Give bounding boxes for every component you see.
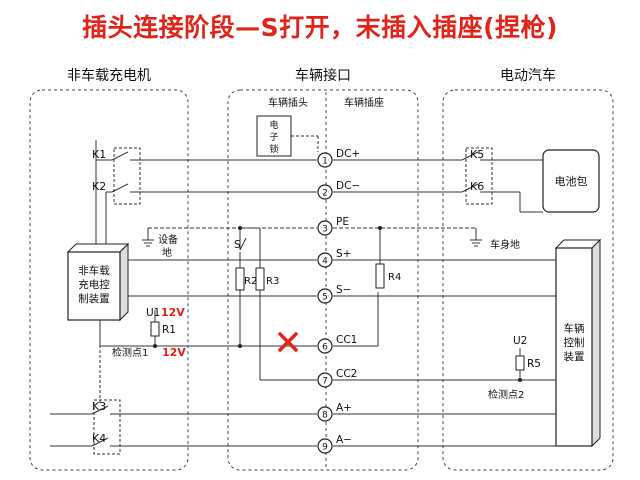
pin-5-label: S− — [336, 284, 351, 296]
vehicle-interface-border — [227, 89, 419, 471]
pin-6-circle — [317, 338, 333, 354]
pin-4-label: S+ — [336, 248, 351, 260]
resistor-r5-label: R5 — [527, 358, 541, 370]
body-ground-label: 车身地 — [490, 238, 520, 251]
pin-8-number: 8 — [322, 411, 328, 421]
pin-4-number: 4 — [322, 257, 328, 267]
pin-3-label: PE — [336, 216, 349, 228]
charger-control-label-3: 制装置 — [78, 292, 110, 305]
test-point-2-label: 检测点2 — [488, 388, 524, 401]
voltage-12v-bottom: 12V — [162, 346, 186, 359]
pin-1-number: 1 — [322, 157, 328, 167]
pe-line — [142, 227, 482, 247]
dc-minus-line — [105, 183, 543, 250]
pin-3-circle — [317, 220, 333, 236]
voltage-u1-label: U1 — [146, 307, 160, 319]
lock-label-2: 子 — [269, 132, 278, 143]
resistor-r5 — [515, 355, 525, 371]
vehicle-plug-label: 车辆插头 — [268, 96, 308, 109]
resistor-r1 — [150, 321, 160, 337]
pin-7-circle — [317, 372, 333, 388]
pin-9-label: A− — [336, 434, 352, 446]
pin-7-label: CC2 — [336, 368, 357, 380]
resistor-r2 — [235, 267, 245, 291]
equipment-ground-label-2: 地 — [162, 246, 172, 259]
charger-control-label-1: 非车载 — [78, 264, 110, 277]
pin-6-label: CC1 — [336, 334, 357, 346]
pin-8-label: A+ — [336, 402, 352, 414]
pin-6-number: 6 — [322, 343, 328, 353]
switch-s-label: S — [234, 239, 241, 251]
disconnect-cross — [278, 332, 298, 352]
switch-k5-label: K5 — [470, 148, 484, 161]
battery-pack-box — [542, 149, 600, 213]
equipment-ground-label-1: 设备 — [158, 233, 178, 246]
switch-k4-label: K4 — [92, 432, 106, 445]
pin-9-circle — [317, 438, 333, 454]
vehicle-control-box — [554, 238, 602, 448]
plug-resistor-network — [235, 226, 317, 381]
vehicle-control-label-1: 车辆 — [564, 322, 585, 335]
aux-power-lines — [50, 330, 556, 455]
pin-5-number: 5 — [322, 293, 328, 303]
lock-label-3: 锁 — [269, 143, 278, 155]
resistor-r4 — [375, 263, 385, 289]
pin-2-circle — [317, 184, 333, 200]
voltage-12v-top: 12V — [161, 306, 185, 319]
vehicle-control-label-2: 控制 — [564, 336, 585, 349]
resistor-r1-label: R1 — [162, 324, 176, 336]
dc-plus-line — [95, 140, 543, 250]
page-title: 插头连接阶段—S打开，末插入插座(捏枪) — [82, 13, 558, 42]
pin-2-number: 2 — [322, 189, 328, 199]
connector-pins: 1 DC+ 2 DC− 3 PE 4 S+ 5 S− 6 CC1 7 CC2 8 A+ 9 A− — [317, 148, 360, 454]
vehicle-interface-heading: 车辆接口 — [295, 67, 351, 84]
charger-control-box — [66, 242, 130, 322]
vehicle-control-label-3: 装置 — [564, 350, 585, 363]
pin-5-circle — [317, 288, 333, 304]
resistor-r4-label: R4 — [388, 272, 401, 283]
electric-vehicle-border — [442, 89, 614, 471]
switch-k1-label: K1 — [92, 148, 106, 161]
switch-k2-label: K2 — [92, 180, 106, 193]
pin-8-circle — [317, 406, 333, 422]
vehicle-socket-label: 车辆插座 — [344, 96, 384, 109]
pin-3-number: 3 — [322, 225, 328, 235]
pin-9-number: 9 — [322, 443, 328, 453]
voltage-u2-label: U2 — [513, 335, 527, 347]
electric-vehicle-heading: 电动汽车 — [500, 67, 556, 84]
electronic-lock-box — [256, 115, 292, 157]
offboard-charger-border — [29, 89, 189, 471]
switch-k6-label: K6 — [470, 180, 484, 193]
pin-7-number: 7 — [322, 377, 328, 387]
test-point-1-label: 检测点1 — [112, 346, 148, 359]
pin-1-circle — [317, 152, 333, 168]
switch-k3-label: K3 — [92, 400, 106, 413]
charger-control-label-2: 充电控 — [78, 278, 110, 291]
offboard-charger-heading: 非车载充电机 — [67, 67, 151, 84]
pin-1-label: DC+ — [336, 148, 360, 160]
lock-label-1: 电 — [269, 119, 278, 131]
battery-pack-label: 电池包 — [555, 175, 588, 188]
pin-4-circle — [317, 252, 333, 268]
resistor-r2-label: R2 — [244, 276, 257, 287]
pin-2-label: DC− — [336, 180, 360, 192]
resistor-r3-label: R3 — [266, 276, 279, 287]
